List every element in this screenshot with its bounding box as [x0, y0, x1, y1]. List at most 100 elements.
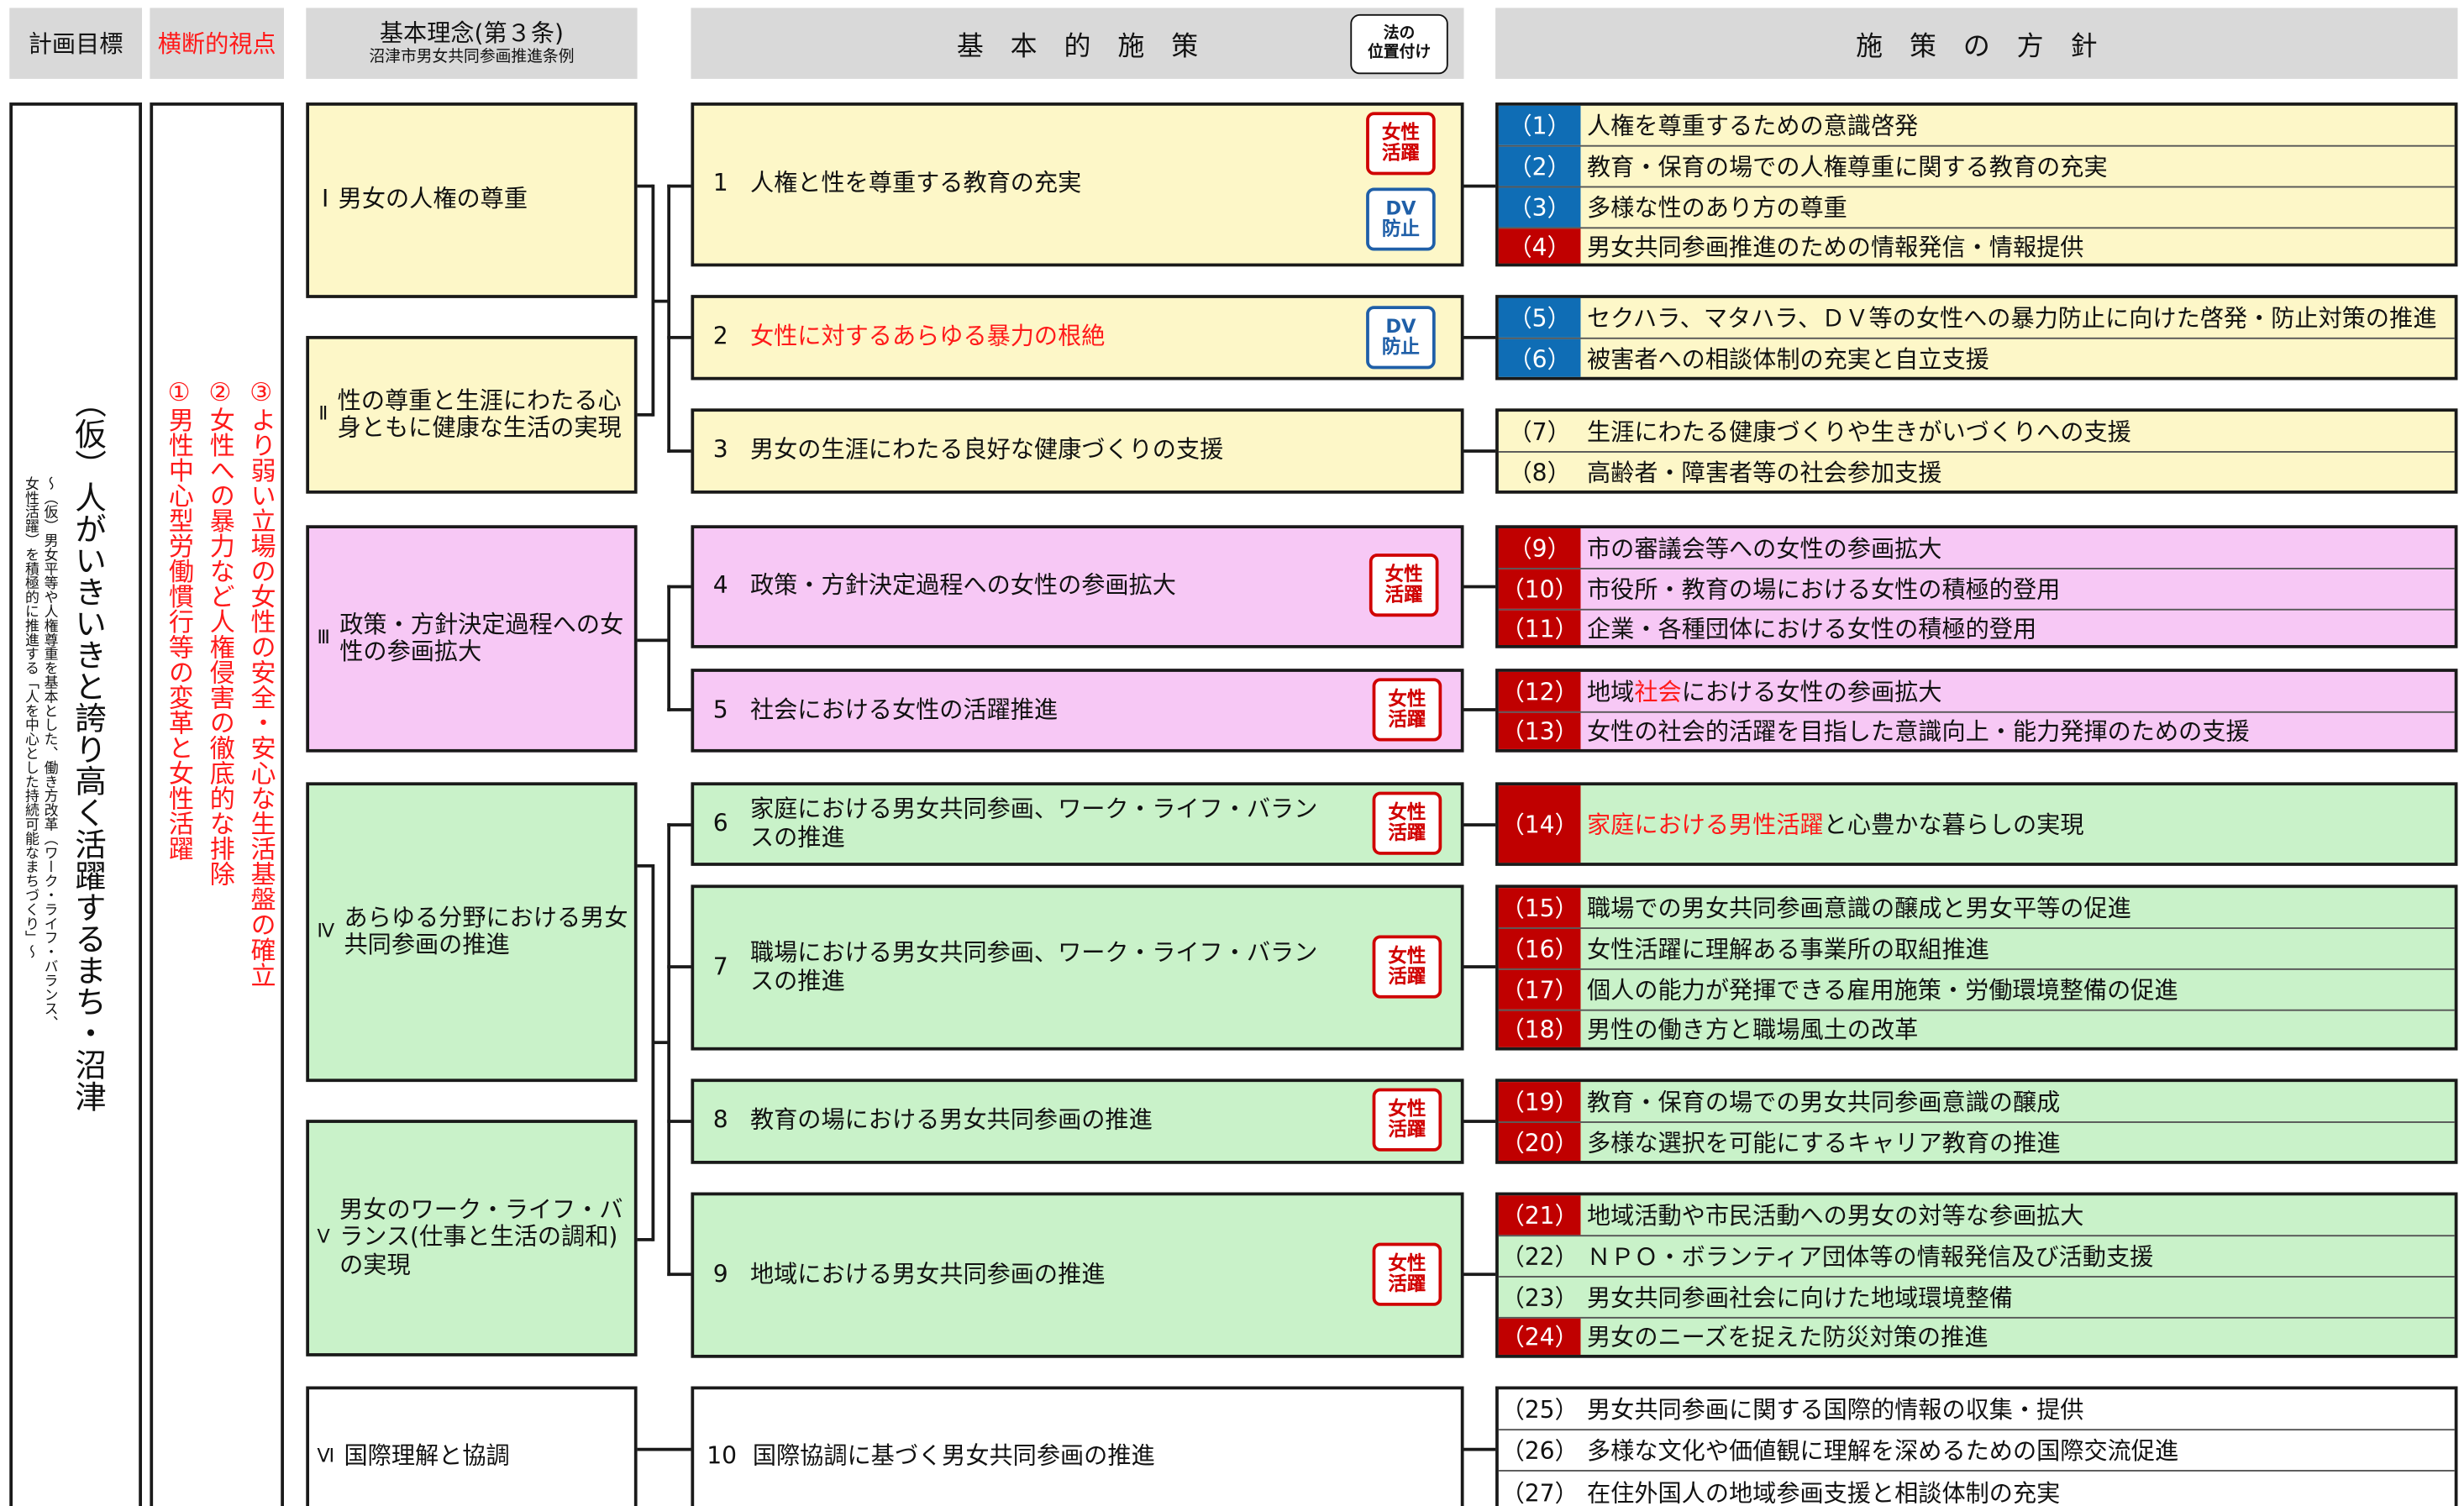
header-policy-label: 施 策 の 方 針 — [1856, 31, 2098, 64]
measure-1-num: 1 — [712, 169, 728, 198]
policy-19-text: 教育・保育の場での男女共同参画意識の醸成 — [1586, 1088, 2061, 1117]
measure-6-text: 家庭における男女共同参画、ワーク・ライフ・バランスの推進 — [749, 795, 1318, 852]
policy-3-text: 多様な性のあり方の尊重 — [1586, 193, 1847, 223]
policy-row-15: （15）職場での男女共同参画意識の醸成と男女平等の促進 — [1498, 888, 2455, 929]
policy-row-21: （21）地域活動や市民活動への男女の対等な参画拡大 — [1498, 1195, 2455, 1237]
policy-row-24: （24）男女のニーズを捉えた防災対策の推進 — [1498, 1318, 2455, 1355]
policy-row-4: （4）男女共同参画推進のための情報発信・情報提供 — [1498, 228, 2455, 264]
policy-row-11: （11）企業・各種団体における女性の積極的登用 — [1498, 610, 2455, 645]
principle-3-num: Ⅲ — [317, 626, 330, 648]
connector-line — [637, 638, 670, 643]
connector-line — [651, 863, 655, 1241]
header-cross-label: 横断的視点 — [157, 29, 276, 59]
principle-3-text: 政策・方針決定過程への女性の参画拡大 — [339, 610, 624, 666]
connector-line — [637, 863, 654, 868]
policy-group-6: （14）家庭における男性活躍と心豊かな暮らしの実現 — [1495, 782, 2458, 866]
policy-27-text: 在住外国人の地域参画支援と相談体制の充実 — [1586, 1478, 2061, 1506]
header-legal-line2: 位置付け — [1367, 44, 1432, 62]
policy-11-text: 企業・各種団体における女性の積極的登用 — [1586, 614, 2037, 643]
connector-line — [667, 335, 691, 339]
connector-line — [1463, 585, 1496, 589]
goal-main-title: （仮）人がいきいきと誇り高く活躍するまち・沼津 — [69, 386, 108, 1112]
women-active-badge: 女性活躍 — [1369, 554, 1439, 617]
policy-7-num: （7） — [1508, 417, 1571, 447]
policy-7-text: 生涯にわたる健康づくりや生きがいづくりへの支援 — [1586, 417, 2131, 447]
principle-4: Ⅳ あらゆる分野における男女共同参画の推進 — [306, 782, 638, 1083]
header-principle-sub: 沼津市男女共同参画推進条例 — [369, 48, 575, 66]
policy-group-1: （1）人権を尊重するための意識啓発 （2）教育・保育の場での人権尊重に関する教育… — [1495, 102, 2458, 267]
policy-row-10: （10）市役所・教育の場における女性の積極的登用 — [1498, 569, 2455, 611]
policy-row-17: （17）個人の能力が発揮できる雇用施策・労働環境整備の促進 — [1498, 969, 2455, 1011]
connector-line — [1463, 1120, 1496, 1123]
policy-15-text: 職場での男女共同参画意識の醸成と男女平等の促進 — [1586, 894, 2131, 923]
header-policy: 施 策 の 方 針 — [1495, 8, 2458, 79]
measure-2-num: 2 — [712, 322, 728, 351]
measure-4-num: 4 — [712, 571, 728, 601]
policy-23-text: 男女共同参画社会に向けた地域環境整備 — [1586, 1283, 2013, 1313]
policy-18-num: （18） — [1498, 1010, 1581, 1047]
connector-line — [1463, 965, 1496, 968]
principle-5: Ⅴ 男女のワーク・ライフ・バランス(仕事と生活の調和)の実現 — [306, 1120, 638, 1356]
principle-2: Ⅱ 性の尊重と生涯にわたる心身ともに健康な生活の実現 — [306, 335, 638, 494]
policy-group-8: （19）教育・保育の場での男女共同参画意識の醸成 （20）多様な選択を可能にする… — [1495, 1078, 2458, 1164]
policy-row-23: （23）男女共同参画社会に向けた地域環境整備 — [1498, 1278, 2455, 1319]
cross-viewpoint-3: ③より弱い立場の女性の安全・安心な生活基盤の確立 — [245, 376, 276, 988]
principle-5-num: Ⅴ — [317, 1225, 330, 1248]
policy-13-num: （13） — [1498, 712, 1581, 749]
women-active-badge: 女性活躍 — [1366, 112, 1436, 176]
measure-7: 7 職場における男女共同参画、ワーク・ライフ・バランスの推進 女性活躍 — [691, 884, 1464, 1051]
principle-4-num: Ⅳ — [317, 919, 335, 942]
policy-19-num: （19） — [1498, 1082, 1581, 1122]
measure-3: 3 男女の生涯にわたる良好な健康づくりの支援 — [691, 408, 1464, 494]
policy-4-text: 男女共同参画推進のための情報発信・情報提供 — [1586, 232, 2084, 261]
policy-row-7: （7） 生涯にわたる健康づくりや生きがいづくりへの支援 — [1498, 412, 2455, 453]
header-legal-badge: 法の 位置付け — [1350, 13, 1448, 75]
policy-row-6: （6）被害者への相談体制の充実と自立支援 — [1498, 338, 2455, 377]
policy-row-20: （20）多様な選択を可能にするキャリア教育の推進 — [1498, 1122, 2455, 1162]
principle-6-text: 国際理解と協調 — [344, 1441, 510, 1471]
policy-row-1: （1）人権を尊重するための意識啓発 — [1498, 105, 2455, 147]
header-measures: 基 本 的 施 策 — [691, 8, 1464, 79]
women-active-badge: 女性活躍 — [1372, 1242, 1442, 1306]
policy-24-text: 男女のニーズを捉えた防災対策の推進 — [1586, 1323, 1989, 1352]
measure-5-num: 5 — [712, 695, 728, 724]
principle-1: Ⅰ 男女の人権の尊重 — [306, 102, 638, 298]
measure-2-text: 女性に対するあらゆる暴力の根絶 — [749, 322, 1106, 351]
policy-20-num: （20） — [1498, 1122, 1581, 1162]
policy-row-19: （19）教育・保育の場での男女共同参画意識の醸成 — [1498, 1082, 2455, 1123]
policy-8-text: 高齢者・障害者等の社会参加支援 — [1586, 458, 1942, 487]
goal-subtitle-2: 女性活躍）を積極的に推進する「人を中心とした持続可能なまちづくり」～ — [22, 476, 39, 959]
policy-row-2: （2）教育・保育の場での人権尊重に関する教育の充実 — [1498, 146, 2455, 188]
policy-20-text: 多様な選択を可能にするキャリア教育の推進 — [1586, 1128, 2061, 1157]
policy-17-text: 個人の能力が発揮できる雇用施策・労働環境整備の促進 — [1586, 976, 2178, 1005]
connector-line — [637, 1238, 654, 1241]
policy-row-16: （16）女性活躍に理解ある事業所の取組推進 — [1498, 928, 2455, 970]
policy-2-num: （2） — [1498, 146, 1581, 186]
policy-23-num: （23） — [1500, 1283, 1579, 1313]
policy-11-num: （11） — [1498, 610, 1581, 645]
principle-2-text: 性の尊重と生涯にわたる心身ともに健康な生活の実現 — [337, 386, 622, 442]
policy-27-num: （27） — [1500, 1478, 1579, 1506]
policy-16-num: （16） — [1498, 928, 1581, 968]
policy-3-num: （3） — [1498, 187, 1581, 228]
policy-22-num: （22） — [1500, 1242, 1579, 1272]
measure-7-num: 7 — [712, 952, 728, 981]
women-active-badge: 女性活躍 — [1372, 791, 1442, 855]
policy-group-10: （25）男女共同参画に関する国際的情報の収集・提供 （26）多様な文化や価値観に… — [1495, 1386, 2458, 1506]
policy-9-text: 市の審議会等への女性の参画拡大 — [1586, 534, 1942, 564]
header-measures-label: 基 本 的 施 策 — [956, 31, 1199, 64]
connector-line — [637, 412, 654, 417]
policy-row-22: （22）ＮＰＯ・ボランティア団体等の情報発信及び活動支援 — [1498, 1236, 2455, 1278]
goal-box: 女性活躍）を積極的に推進する「人を中心とした持続可能なまちづくり」～ ～（仮）男… — [9, 102, 142, 1506]
policy-group-4: （9）市の審議会等への女性の参画拡大 （10）市役所・教育の場における女性の積極… — [1495, 525, 2458, 648]
women-active-badge: 女性活躍 — [1372, 678, 1442, 742]
measure-9-text: 地域における男女共同参画の推進 — [749, 1260, 1106, 1288]
principle-6: Ⅵ 国際理解と協調 — [306, 1386, 638, 1506]
policy-group-7: （15）職場での男女共同参画意識の醸成と男女平等の促進 （16）女性活躍に理解あ… — [1495, 884, 2458, 1051]
policy-row-13: （13）女性の社会的活躍を目指した意識向上・能力発揮のための支援 — [1498, 712, 2455, 749]
policy-18-text: 男性の働き方と職場風土の改革 — [1586, 1015, 1919, 1045]
measure-8-num: 8 — [712, 1105, 728, 1135]
